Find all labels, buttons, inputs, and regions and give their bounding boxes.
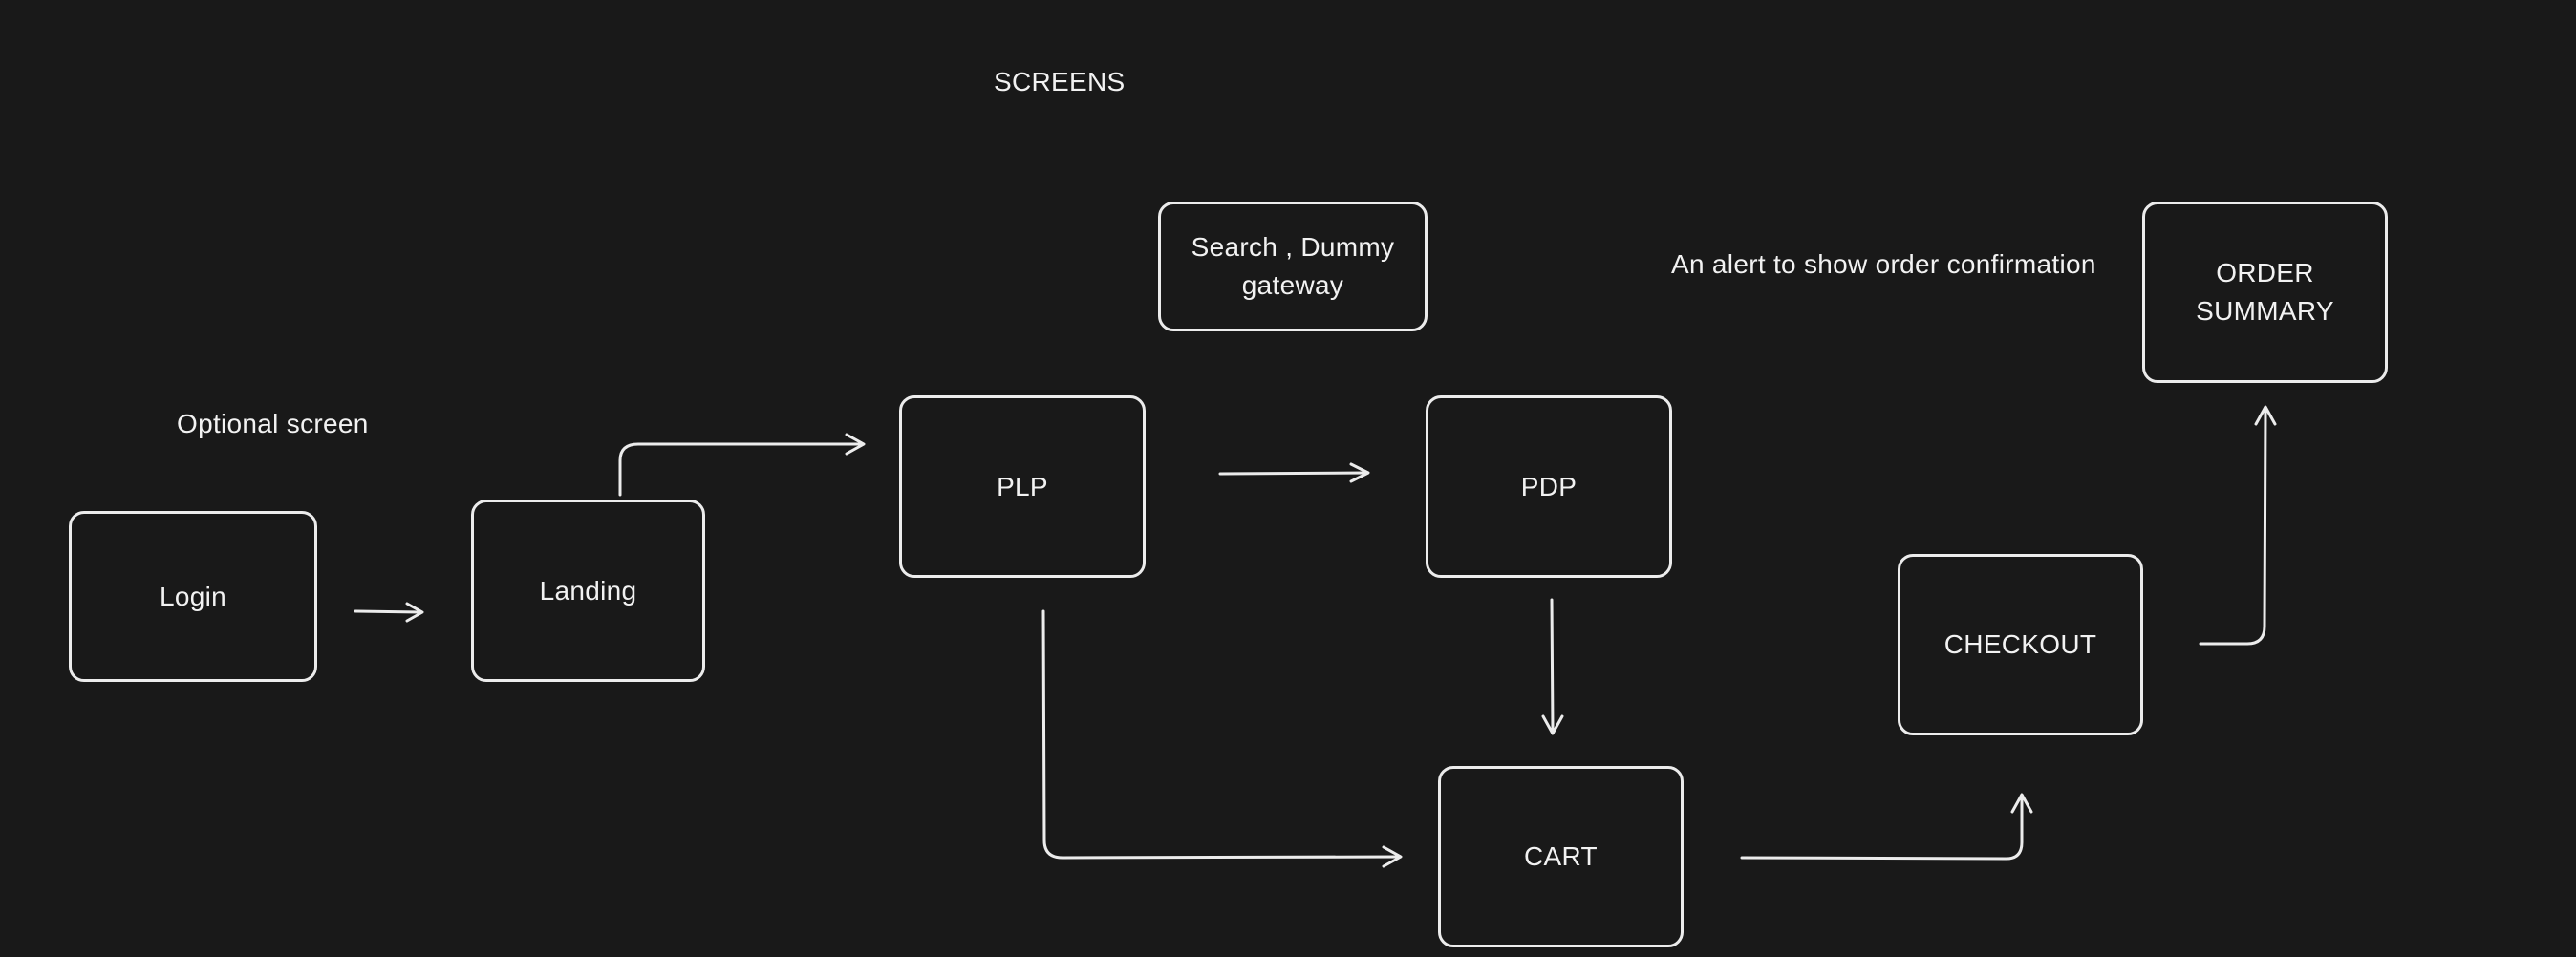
node-plp-label: PLP (997, 471, 1048, 501)
optional-screen-note: Optional screen (177, 409, 369, 438)
arrow-cart-to-checkout (1740, 793, 2033, 861)
arrow-login-to-landing (354, 602, 424, 623)
node-login-label: Login (159, 581, 226, 611)
node-pdp-label: PDP (1520, 471, 1578, 501)
node-landing[interactable]: Landing (471, 500, 705, 682)
order-confirmation-note: An alert to show order confirmation (1671, 249, 2096, 279)
node-checkout-label: CHECKOUT (1943, 629, 2097, 659)
node-landing-label: Landing (539, 575, 637, 606)
node-checkout[interactable]: CHECKOUT (1898, 554, 2143, 735)
arrow-checkout-to-order-summary (2199, 405, 2277, 646)
node-order-summary[interactable]: ORDER SUMMARY (2142, 202, 2388, 383)
arrow-landing-to-plp (618, 433, 866, 497)
node-order-summary-label: ORDER SUMMARY (2196, 258, 2334, 326)
node-search-dummy-gateway[interactable]: Search , Dummy gateway (1158, 202, 1428, 331)
arrow-pdp-to-cart (1541, 598, 1564, 735)
arrow-plp-to-cart (1041, 609, 1403, 868)
node-login[interactable]: Login (69, 511, 317, 682)
diagram-title: SCREENS (994, 67, 1126, 96)
node-cart-label: CART (1524, 841, 1598, 871)
arrow-plp-to-pdp (1218, 462, 1370, 483)
node-plp[interactable]: PLP (899, 395, 1146, 578)
node-pdp[interactable]: PDP (1426, 395, 1672, 578)
node-search-label: Search , Dummy gateway (1191, 232, 1395, 300)
node-cart[interactable]: CART (1438, 766, 1684, 947)
